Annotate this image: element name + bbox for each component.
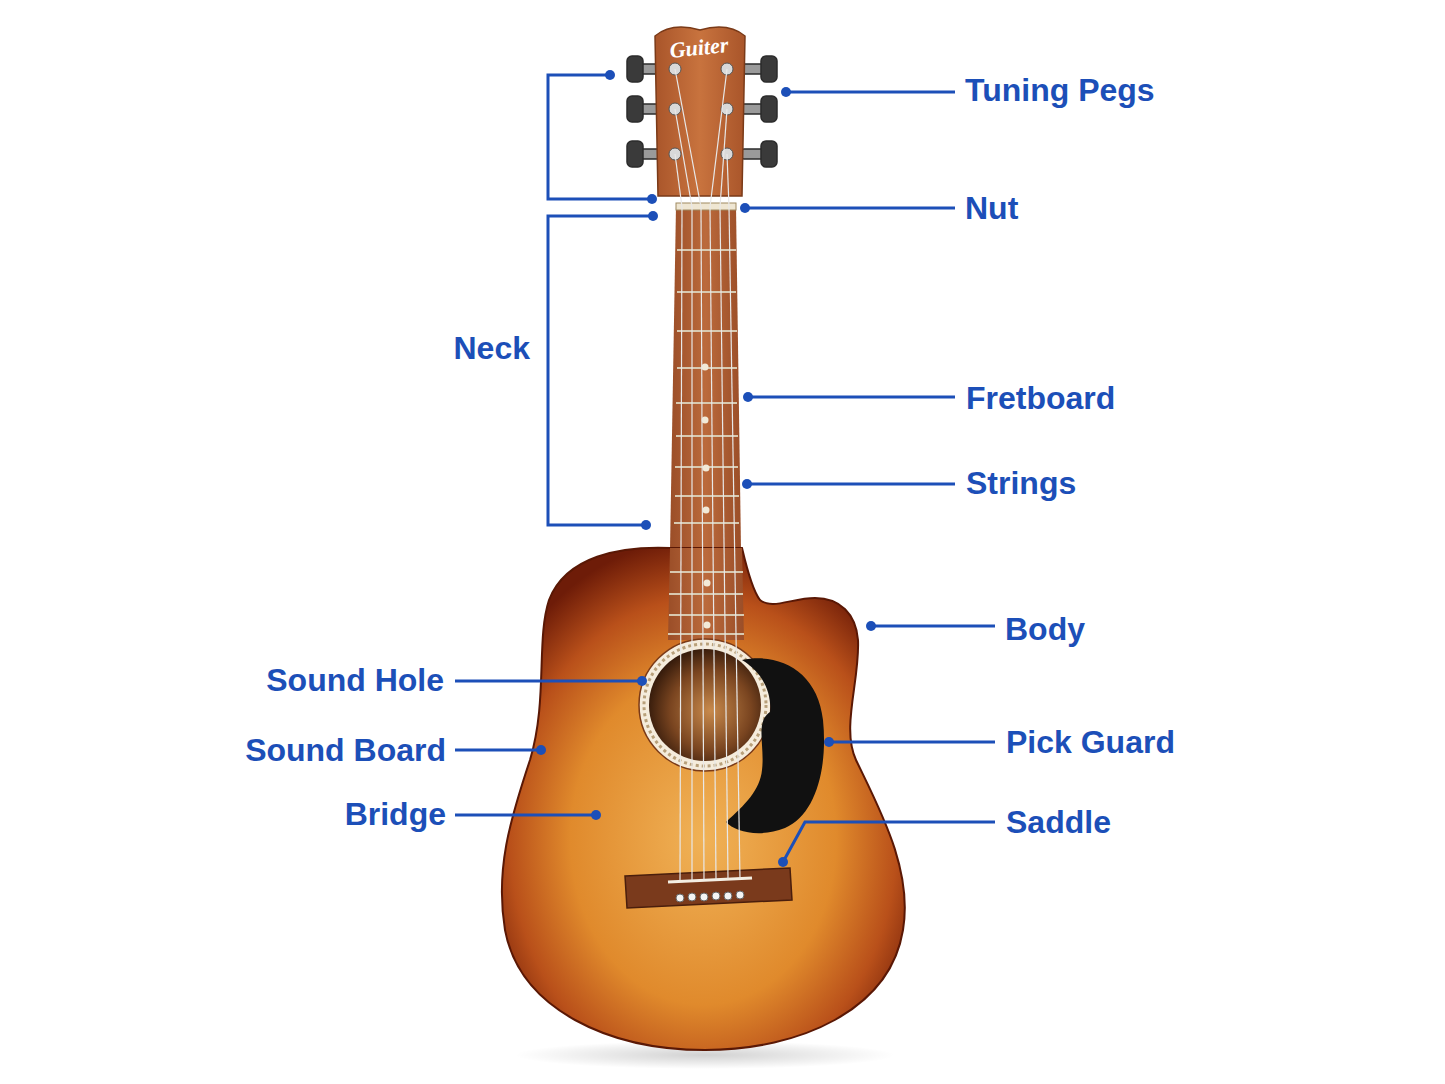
label-anchor: Saddle — [1006, 802, 1111, 842]
brand-logo: Guiter — [668, 25, 731, 71]
part-label: Sound Hole — [266, 660, 444, 700]
leader-dots — [536, 70, 876, 867]
part-label: Nut — [965, 188, 1018, 228]
label-anchor: Bridge — [345, 794, 446, 834]
label-anchor: Fretboard — [966, 378, 1115, 418]
part-label: Body — [1005, 609, 1085, 649]
part-label: Neck — [454, 328, 531, 368]
part-label: Sound Board — [245, 730, 446, 770]
label-anchor: Sound Board — [245, 730, 446, 770]
label-anchor: Pick Guard — [1006, 722, 1175, 762]
leader-lines — [455, 75, 995, 862]
label-anchor: Tuning Pegs — [965, 70, 1155, 110]
label-anchor: Body — [1005, 609, 1085, 649]
part-label: Strings — [966, 463, 1076, 503]
label-anchor: Neck — [454, 328, 531, 368]
label-anchor: Nut — [965, 188, 1018, 228]
label-anchor: Sound Hole — [266, 660, 444, 700]
part-label: Bridge — [345, 794, 446, 834]
part-label: Tuning Pegs — [965, 70, 1155, 110]
label-anchor: Strings — [966, 463, 1076, 503]
part-label: Pick Guard — [1006, 722, 1175, 762]
part-label: Saddle — [1006, 802, 1111, 842]
label-anchor: Guiter — [668, 25, 731, 71]
part-label: Fretboard — [966, 378, 1115, 418]
